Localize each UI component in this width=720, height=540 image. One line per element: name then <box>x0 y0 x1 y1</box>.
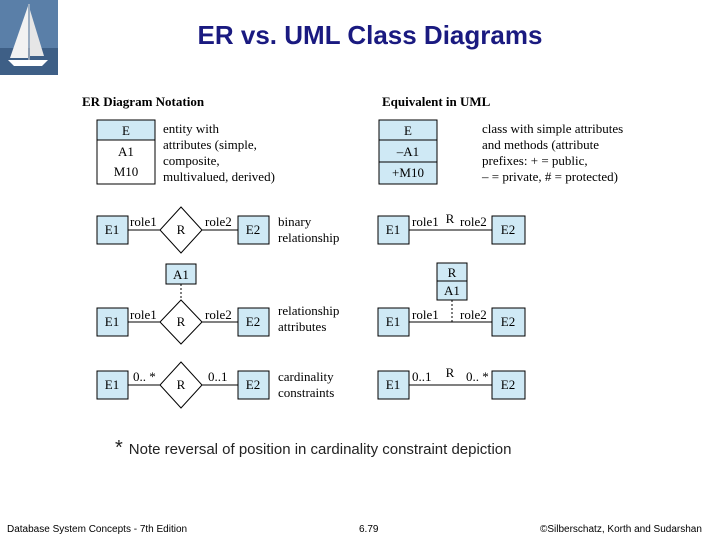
er-role2: role2 <box>205 307 232 322</box>
uml-card-left: 0..1 <box>412 369 432 384</box>
uml-class-name: E <box>404 123 412 138</box>
er-role1: role1 <box>130 214 157 229</box>
uml-heading: Equivalent in UML <box>382 94 491 109</box>
reversal-note: * Note reversal of position in cardinalit… <box>115 437 512 460</box>
note-text: Note reversal of position in cardinality… <box>128 441 512 458</box>
note-asterisk: * <box>115 437 123 459</box>
er-binary-relationship: E1 E2 R role1 role2 <box>96 206 270 254</box>
uml-card-right: 0.. * <box>466 369 489 384</box>
sailboat-logo <box>0 0 58 75</box>
er-e1: E1 <box>105 222 119 237</box>
uml-class-desc-line: and methods (attribute <box>482 137 599 152</box>
er-r: R <box>177 222 186 237</box>
er-desc-attrs: relationship attributes <box>278 303 339 334</box>
er-e1: E1 <box>105 377 119 392</box>
uml-e1: E1 <box>386 377 400 392</box>
uml-class-desc-line: – = private, # = protected) <box>481 169 618 184</box>
er-desc-line: attributes <box>278 319 326 334</box>
uml-class-desc-line: prefixes: + = public, <box>482 153 588 168</box>
footer-copyright: ©Silberschatz, Korth and Sudarshan <box>540 524 702 535</box>
uml-class-method: +M10 <box>392 165 424 180</box>
er-desc-line: constraints <box>278 385 334 400</box>
uml-role1: role1 <box>412 214 439 229</box>
er-entity-name: E <box>122 123 130 138</box>
er-desc-line: relationship <box>278 303 339 318</box>
uml-cardinality: E1 E2 R 0..1 0.. * <box>377 365 526 400</box>
uml-class-box: E –A1 +M10 <box>378 119 438 185</box>
er-r: R <box>177 314 186 329</box>
footer-book-title: Database System Concepts - 7th Edition <box>7 524 188 535</box>
er-e1: E1 <box>105 314 119 329</box>
er-entity-attr1: A1 <box>118 144 134 159</box>
uml-role2: role2 <box>460 214 487 229</box>
er-desc-line: binary <box>278 214 312 229</box>
uml-e2: E2 <box>501 377 515 392</box>
er-role1: role1 <box>130 307 157 322</box>
er-card-left: 0.. * <box>133 369 156 384</box>
er-entity-desc: entity with attributes (simple, composit… <box>163 121 275 184</box>
er-desc-line: relationship <box>278 230 339 245</box>
er-role2: role2 <box>205 214 232 229</box>
er-desc-card: cardinality constraints <box>278 369 334 400</box>
er-entity-desc-line: composite, <box>163 153 220 168</box>
er-a1: A1 <box>173 267 189 282</box>
er-desc-line: cardinality <box>278 369 334 384</box>
slide-title: ER vs. UML Class Diagrams <box>197 20 543 50</box>
uml-e2: E2 <box>501 314 515 329</box>
er-desc-binary: binary relationship <box>278 214 339 245</box>
uml-a1: A1 <box>444 283 460 298</box>
er-heading: ER Diagram Notation <box>82 94 205 109</box>
er-entity-desc-line: multivalued, derived) <box>163 169 275 184</box>
er-relationship-attributes: A1 E1 E2 R role1 role2 <box>96 263 270 345</box>
uml-e2: E2 <box>501 222 515 237</box>
uml-role2: role2 <box>460 307 487 322</box>
uml-r: R <box>446 211 455 226</box>
er-cardinality: E1 E2 R 0.. * 0..1 <box>96 361 270 409</box>
uml-e1: E1 <box>386 314 400 329</box>
er-entity-desc-line: attributes (simple, <box>163 137 257 152</box>
er-e2: E2 <box>246 314 260 329</box>
er-entity-desc-line: entity with <box>163 121 219 136</box>
uml-r: R <box>446 365 455 380</box>
uml-association-class: R A1 E1 E2 role1 role2 <box>377 262 526 337</box>
er-e2: E2 <box>246 377 260 392</box>
uml-class-attr: –A1 <box>396 144 419 159</box>
uml-r: R <box>448 265 457 280</box>
er-entity-box: E A1 M10 <box>96 119 156 185</box>
footer-page-number: 6.79 <box>359 524 379 535</box>
uml-class-desc-line: class with simple attributes <box>482 121 623 136</box>
uml-binary-association: E1 E2 R role1 role2 <box>377 211 526 245</box>
er-e2: E2 <box>246 222 260 237</box>
er-r: R <box>177 377 186 392</box>
uml-role1: role1 <box>412 307 439 322</box>
er-entity-attr2: M10 <box>114 164 139 179</box>
uml-e1: E1 <box>386 222 400 237</box>
er-card-right: 0..1 <box>208 369 228 384</box>
uml-class-desc: class with simple attributes and methods… <box>481 121 623 184</box>
